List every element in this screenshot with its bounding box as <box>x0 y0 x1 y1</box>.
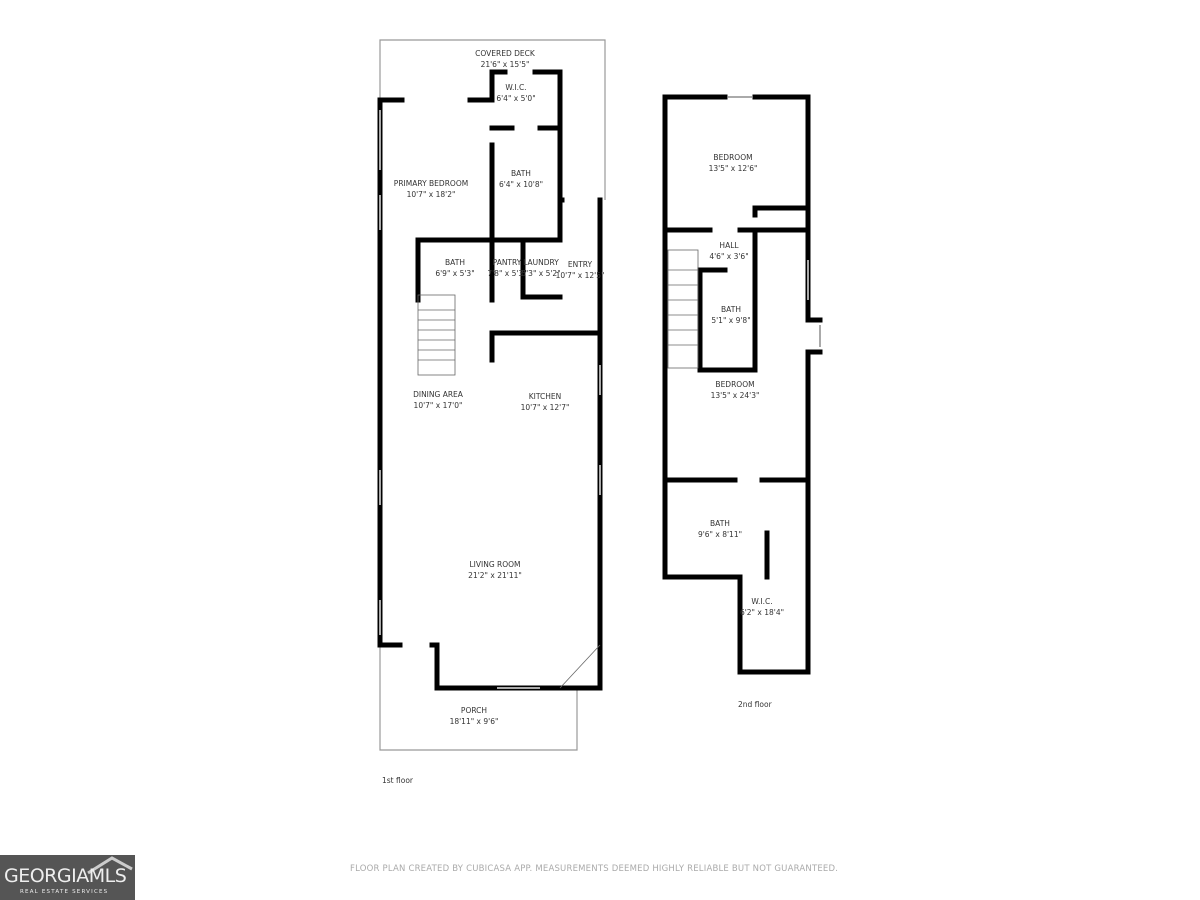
floor-label-2nd: 2nd floor <box>738 700 772 709</box>
floor-label-1st: 1st floor <box>382 776 413 785</box>
logo-subtext: REAL ESTATE SERVICES <box>20 889 109 895</box>
first-floor-walls <box>377 69 603 691</box>
first-floor-stairs <box>417 294 601 689</box>
second-floor-windows <box>728 96 821 347</box>
georgia-mls-logo: GEORGIAMLS REAL ESTATE SERVICES <box>0 855 135 900</box>
disclaimer: FLOOR PLAN CREATED BY CUBICASA APP. MEAS… <box>350 864 839 874</box>
room-wic-upper: W.I.C.6'2" x 18'4" <box>739 597 785 617</box>
second-floor-walls <box>662 94 823 675</box>
first-floor-thin-outlines <box>379 39 606 751</box>
logo-text: GEORGIAMLS <box>4 865 127 887</box>
first-floor-windows <box>379 110 601 689</box>
roof-icon <box>87 856 133 875</box>
second-floor-stairs <box>667 249 699 369</box>
room-wic: W.I.C.6'4" x 5'0" <box>496 83 536 103</box>
